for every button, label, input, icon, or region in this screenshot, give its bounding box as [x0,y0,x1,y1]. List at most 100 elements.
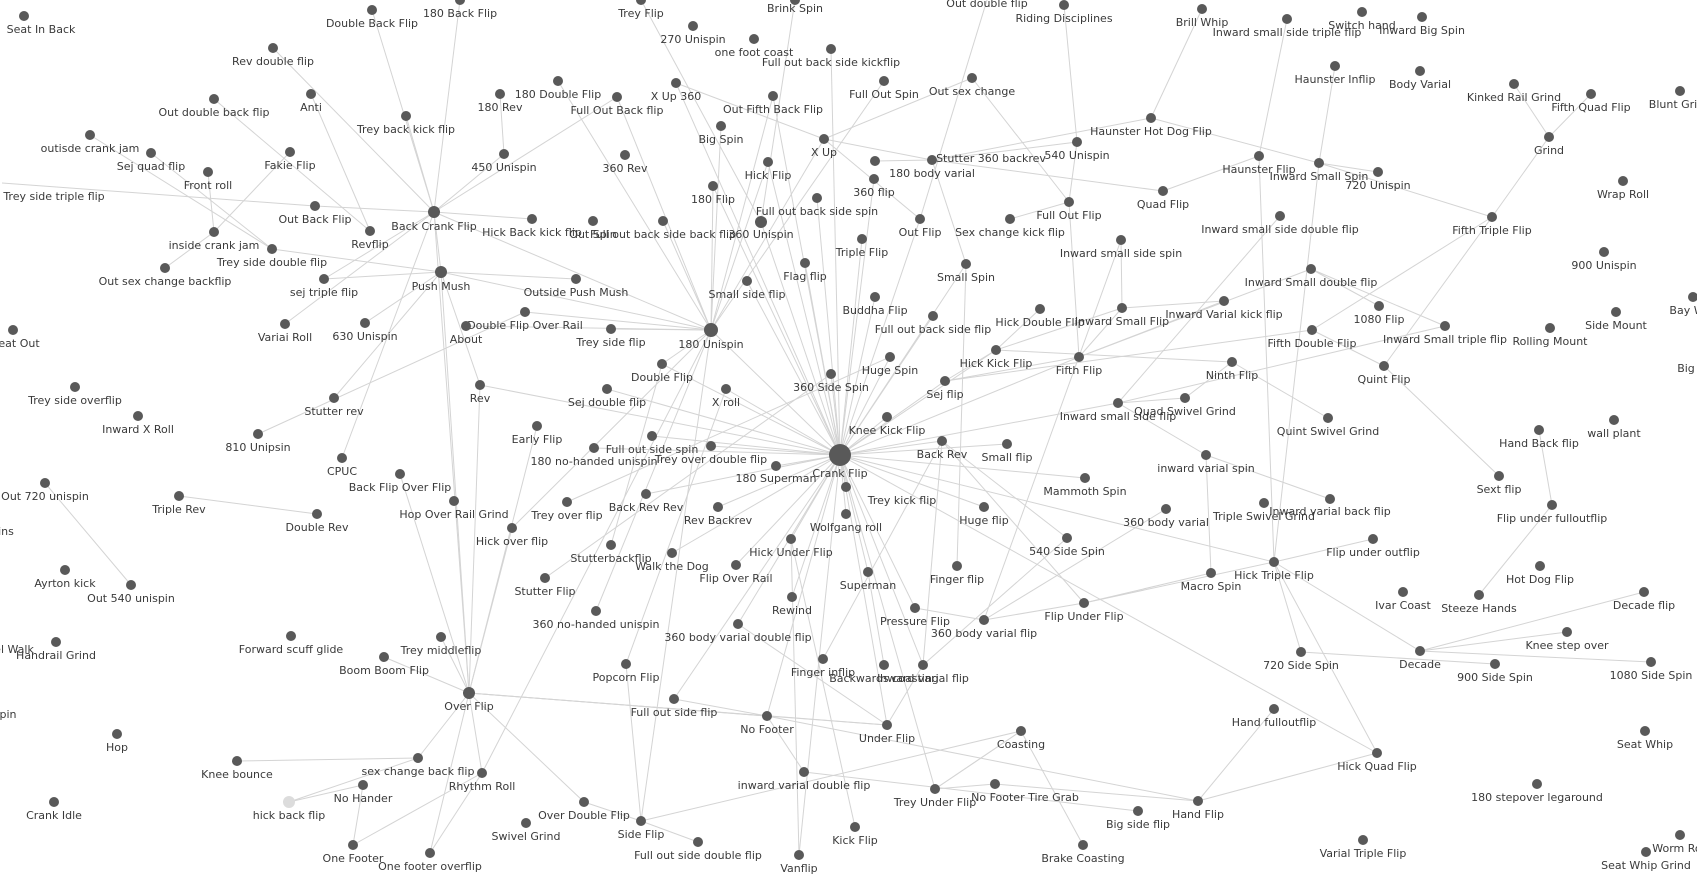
node-dot[interactable] [1646,657,1656,667]
node-dot[interactable] [1618,176,1628,186]
node-dot[interactable] [1282,14,1292,24]
graph-node-outside-push-mush[interactable]: Outside Push Mush [524,274,629,299]
node-dot[interactable] [1275,211,1285,221]
node-dot[interactable] [1002,439,1012,449]
graph-node-wall-plant[interactable]: wall plant [1587,415,1641,440]
graph-node-about[interactable]: About [450,321,483,346]
node-dot[interactable] [790,0,800,5]
node-dot[interactable] [1373,167,1383,177]
node-dot[interactable] [1062,533,1072,543]
node-dot[interactable] [636,0,646,5]
node-dot[interactable] [1259,498,1269,508]
node-dot[interactable] [520,307,530,317]
node-dot[interactable] [930,784,940,794]
node-dot[interactable] [1116,235,1126,245]
graph-node-brake-coasting[interactable]: Brake Coasting [1041,840,1125,865]
graph-node-sext-flip[interactable]: Sext flip [1477,471,1522,496]
graph-node-ayrton-kick[interactable]: Ayrton kick [34,565,96,590]
node-dot[interactable] [1219,296,1229,306]
node-dot[interactable] [1193,796,1203,806]
node-dot[interactable] [1641,847,1651,857]
graph-node-sej-quad-flip[interactable]: Sej quad flip [117,148,185,173]
graph-node-bay-w[interactable]: Bay W [1669,292,1697,317]
node-dot[interactable] [771,461,781,471]
graph-node-wolfgang-roll[interactable]: Wolfgang roll [810,509,882,534]
node-dot[interactable] [1079,598,1089,608]
graph-node-out-fifth-back-flip[interactable]: Out Fifth Back Flip [723,91,823,116]
node-dot[interactable] [763,157,773,167]
node-dot[interactable] [910,603,920,613]
node-dot[interactable] [1535,561,1545,571]
node-dot[interactable] [606,324,616,334]
node-dot[interactable] [991,345,1001,355]
graph-node-seat-in-back[interactable]: Seat In Back [7,11,76,36]
graph-node-one-footer-overflip[interactable]: One footer overflip [378,848,482,873]
node-dot[interactable] [1269,704,1279,714]
graph-node-full-out-back-side-flip[interactable]: Full out back side flip [875,311,991,336]
node-dot[interactable] [413,753,423,763]
node-dot[interactable] [1357,7,1367,17]
graph-node-hot-dog-flip[interactable]: Hot Dog Flip [1506,561,1574,586]
graph-node-inward-small-side-spin[interactable]: Inward small side spin [1060,235,1182,260]
graph-node-trey-back-kick-flip[interactable]: Trey back kick flip [356,111,455,136]
node-dot[interactable] [527,214,537,224]
node-dot[interactable] [706,441,716,451]
graph-node-hick-kick-flip[interactable]: Hick Kick Flip [960,345,1033,370]
node-dot[interactable] [286,631,296,641]
graph-node-flip-over-rail[interactable]: Flip Over Rail [699,560,773,585]
graph-node-side-mount[interactable]: Side Mount [1585,307,1648,332]
node-dot[interactable] [870,156,880,166]
graph-node-small-spin[interactable]: Small Spin [937,259,995,284]
node-dot[interactable] [1547,500,1557,510]
graph-node-out-flip[interactable]: Out Flip [899,214,942,239]
graph-node-180-flip[interactable]: 180 Flip [691,181,735,206]
node-dot[interactable] [647,431,657,441]
node-dot[interactable] [708,181,718,191]
graph-node-flip-under-flip[interactable]: Flip Under Flip [1044,598,1124,623]
graph-node-inward-small-double-flip[interactable]: Inward Small double flip [1245,264,1378,289]
node-dot[interactable] [1269,557,1279,567]
node-dot[interactable] [799,767,809,777]
node-dot[interactable] [1314,158,1324,168]
node-dot[interactable] [174,491,184,501]
node-dot[interactable] [253,429,263,439]
node-dot[interactable] [1474,590,1484,600]
graph-node-under-flip[interactable]: Under Flip [859,720,915,745]
node-dot[interactable] [794,850,804,860]
graph-node-el-walk[interactable]: el Walk [0,643,34,656]
node-dot[interactable] [312,509,322,519]
node-dot[interactable] [1227,357,1237,367]
graph-node-flag-flip[interactable]: Flag flip [783,258,827,283]
graph-node-fifth-quad-flip[interactable]: Fifth Quad Flip [1551,89,1631,114]
graph-node-stutter-360-backrev[interactable]: Stutter 360 backrev [927,152,1046,165]
graph-node-side-flip[interactable]: Side Flip [618,816,665,841]
graph-node-fifth-double-flip[interactable]: Fifth Double Flip [1268,325,1357,350]
graph-node-grind[interactable]: Grind [1534,132,1564,157]
graph-node-360-flip[interactable]: 360 flip [853,174,895,199]
graph-node-revflip[interactable]: Revflip [351,226,389,251]
graph-node-swivel-grind[interactable]: Swivel Grind [492,818,561,843]
node-dot[interactable] [360,318,370,328]
node-dot[interactable] [857,234,867,244]
graph-node-full-out-side-double-flip[interactable]: Full out side double flip [634,837,762,862]
graph-node-haunster-inflip[interactable]: Haunster Inflip [1295,61,1376,86]
graph-node-double-flip-over-rail[interactable]: Double Flip Over Rail [467,307,583,332]
node-dot[interactable] [755,216,767,228]
graph-node-riding-disciplines[interactable]: Riding Disciplines [1015,0,1113,25]
node-dot[interactable] [762,711,772,721]
node-dot[interactable] [1325,494,1335,504]
graph-node-inward-small-spin[interactable]: Inward Small Spin [1270,158,1369,183]
node-dot[interactable] [1146,113,1156,123]
node-dot[interactable] [918,660,928,670]
graph-node-triple-rev[interactable]: Triple Rev [151,491,206,516]
graph-node-body-varial[interactable]: Body Varial [1389,66,1451,91]
node-dot[interactable] [1161,504,1171,514]
graph-node-macro-spin[interactable]: Macro Spin [1181,568,1242,593]
graph-node-360-body-varial-double-flip[interactable]: 360 body varial double flip [664,619,812,644]
node-dot[interactable] [540,573,550,583]
graph-node-out-double-back-flip[interactable]: Out double back flip [158,94,270,119]
graph-node-knee-step-over[interactable]: Knee step over [1525,627,1609,652]
node-dot[interactable] [882,720,892,730]
graph-node-630-unispin[interactable]: 630 Unispin [332,318,398,343]
node-dot[interactable] [1323,413,1333,423]
